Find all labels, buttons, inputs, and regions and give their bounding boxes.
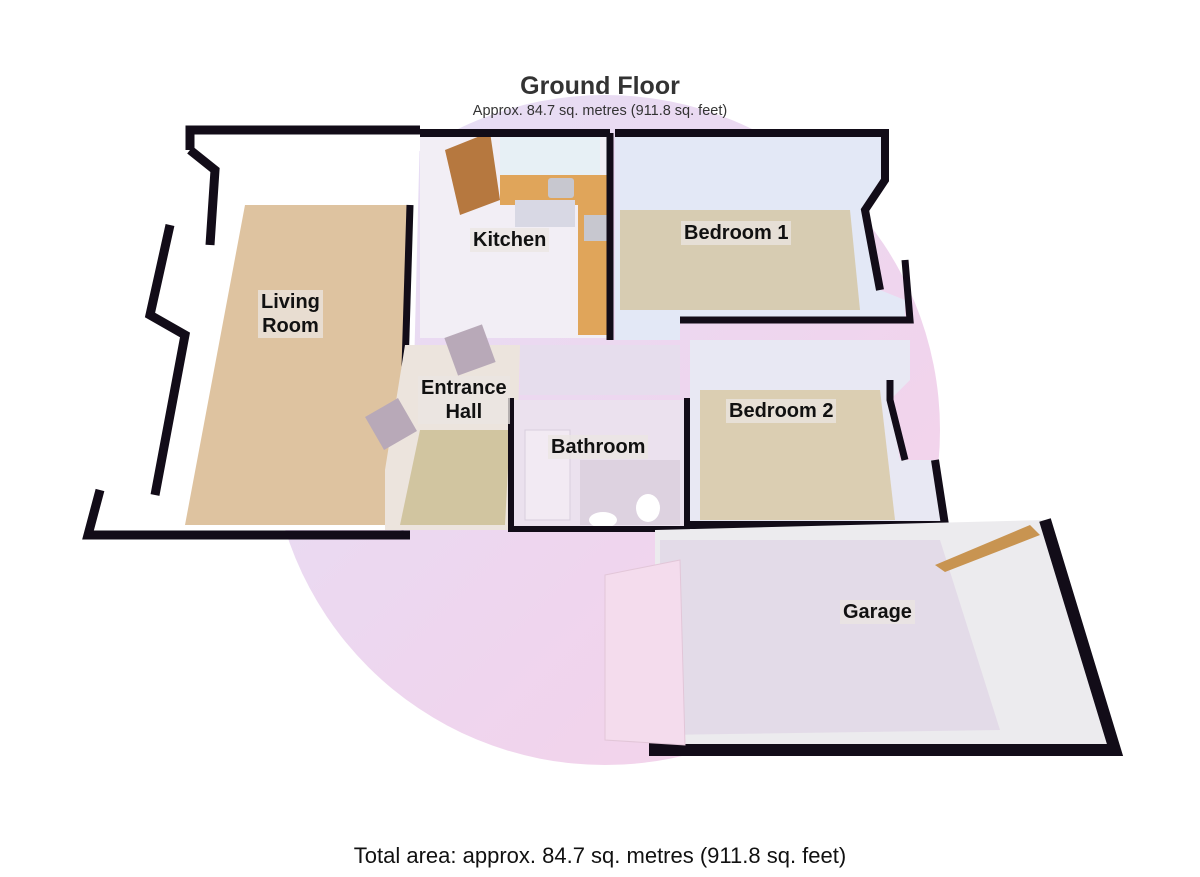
floor-area-subtitle: Approx. 84.7 sq. metres (911.8 sq. feet) <box>472 103 728 119</box>
bathroom-area <box>508 398 690 532</box>
living-room-label: Living Room <box>258 290 323 338</box>
living-room-area <box>82 125 420 540</box>
living-room-label-line2: Room <box>262 315 319 337</box>
living-room-label-line1: Living <box>261 291 320 313</box>
bedroom2-label: Bedroom 2 <box>726 399 837 423</box>
bathroom-label: Bathroom <box>548 435 649 459</box>
corridor-area <box>520 345 680 395</box>
total-area: Total area: approx. 84.7 sq. metres (911… <box>353 843 847 868</box>
kitchen-label: Kitchen <box>470 228 550 252</box>
bedroom1-label: Bedroom 1 <box>681 221 792 245</box>
entrance-hall-label: Entrance Hall <box>418 376 510 424</box>
garage-area <box>604 518 1124 756</box>
entrance-hall-label-line1: Entrance <box>421 377 507 399</box>
garage-label: Garage <box>840 600 915 624</box>
floor-title: Ground Floor <box>520 72 680 100</box>
entrance-hall-label-line2: Hall <box>445 401 483 423</box>
